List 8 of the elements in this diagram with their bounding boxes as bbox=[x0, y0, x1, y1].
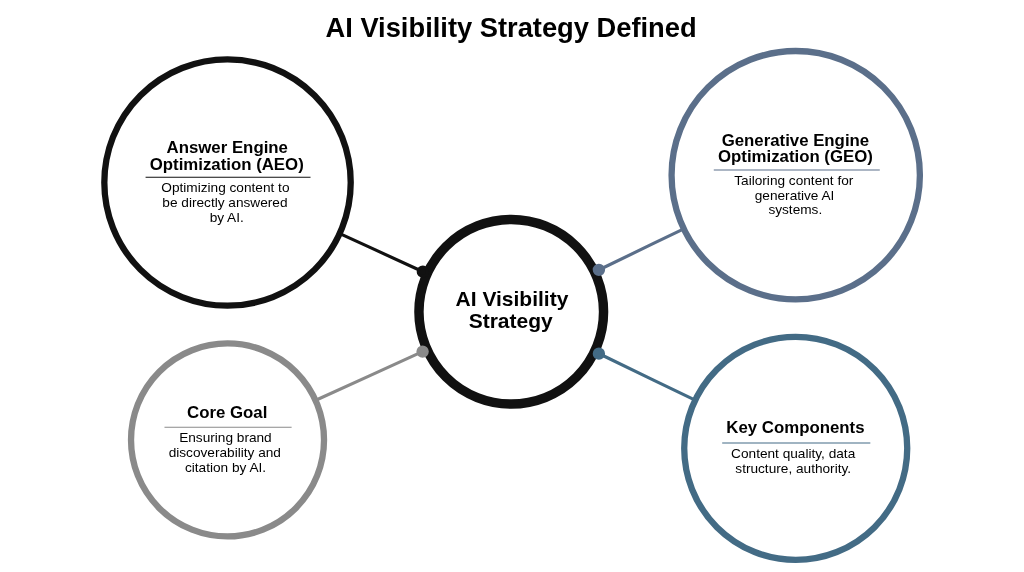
connector bbox=[315, 345, 429, 402]
node-circle: Answer Engine Optimization (AEO) Optimizing content to be directly answered by AI. bbox=[101, 56, 354, 309]
connector bbox=[592, 347, 696, 402]
node-circle: Generative Engine Optimization (GEO) Tailoring content for generative AI systems. bbox=[668, 47, 924, 303]
node-circle: Core Goal Ensuring brand discoverability and citation by AI. bbox=[127, 340, 328, 540]
connector bbox=[592, 227, 685, 277]
node-circle: Key Components Content quality, data structure, authority. bbox=[681, 333, 911, 563]
diagram-title: AI Visibility Strategy Defined bbox=[325, 12, 697, 44]
